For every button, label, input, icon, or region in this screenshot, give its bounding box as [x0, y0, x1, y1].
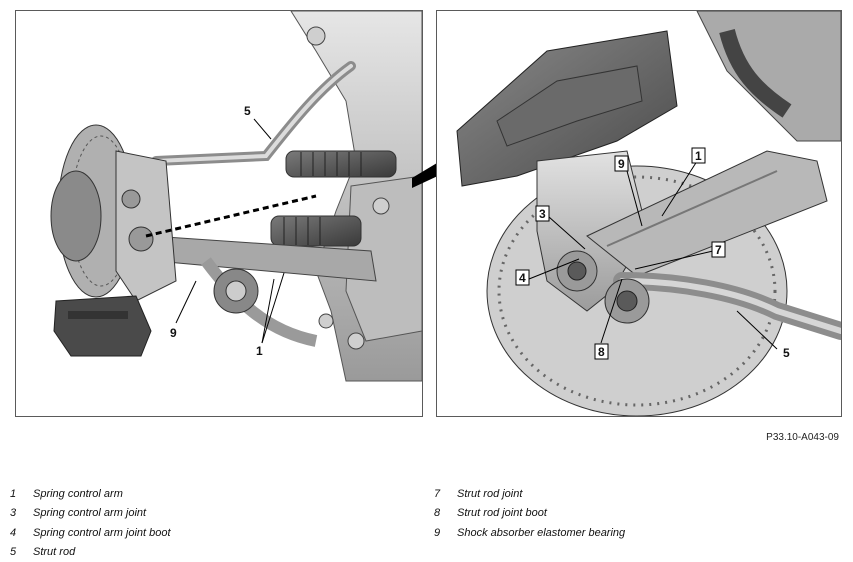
legend-label: Shock absorber elastomer bearing: [457, 526, 626, 539]
legend-right: 7 Strut rod joint 8 Strut rod joint boot…: [434, 484, 625, 543]
legend-label: Spring control arm joint: [33, 507, 147, 520]
legend-label: Spring control arm joint boot: [33, 526, 171, 539]
legend-number: 3: [10, 507, 17, 520]
overview-illustration: 5 9 1: [15, 10, 423, 417]
legend-number: 9: [434, 526, 441, 539]
legend-item: 1 Spring control arm: [10, 484, 171, 504]
legend-label: Strut rod: [33, 546, 76, 559]
legend-label: Spring control arm: [33, 487, 123, 500]
callout-7: 7: [715, 243, 722, 257]
legend-item: 9 Shock absorber elastomer bearing: [434, 523, 625, 543]
callout-8: 8: [598, 345, 605, 359]
legend-number: 7: [434, 487, 441, 500]
callout-3: 3: [539, 207, 546, 221]
legend-label: Strut rod joint: [457, 487, 523, 500]
callout-9: 9: [170, 326, 177, 340]
callout-1: 1: [695, 149, 702, 163]
legend-number: 5: [10, 546, 17, 559]
legend-number: 1: [10, 487, 17, 500]
detail-illustration: 1 9 3 4 7 8 5: [436, 10, 842, 417]
callout-5: 5: [244, 104, 251, 118]
callout-5: 5: [783, 346, 790, 360]
callout-1: 1: [256, 344, 263, 358]
zoom-connector: [412, 160, 442, 188]
suspension-detail-drawing: 1 9 3 4 7 8 5: [456, 11, 841, 416]
legend-item: 5 Strut rod: [10, 543, 171, 562]
legend-number: 8: [434, 507, 441, 520]
callout-4: 4: [519, 271, 526, 285]
reference-code: P33.10-A043-09: [766, 432, 839, 443]
legend-item: 8 Strut rod joint boot: [434, 504, 625, 524]
legend-label: Strut rod joint boot: [457, 507, 547, 520]
legend-number: 4: [10, 526, 17, 539]
legend-item: 7 Strut rod joint: [434, 484, 625, 504]
legend-item: 4 Spring control arm joint boot: [10, 523, 171, 543]
callout-9: 9: [618, 157, 625, 171]
suspension-overview-drawing: 5 9 1: [50, 11, 422, 382]
legend-item: 3 Spring control arm joint: [10, 504, 171, 524]
legend-left: 1 Spring control arm 3 Spring control ar…: [10, 484, 171, 562]
